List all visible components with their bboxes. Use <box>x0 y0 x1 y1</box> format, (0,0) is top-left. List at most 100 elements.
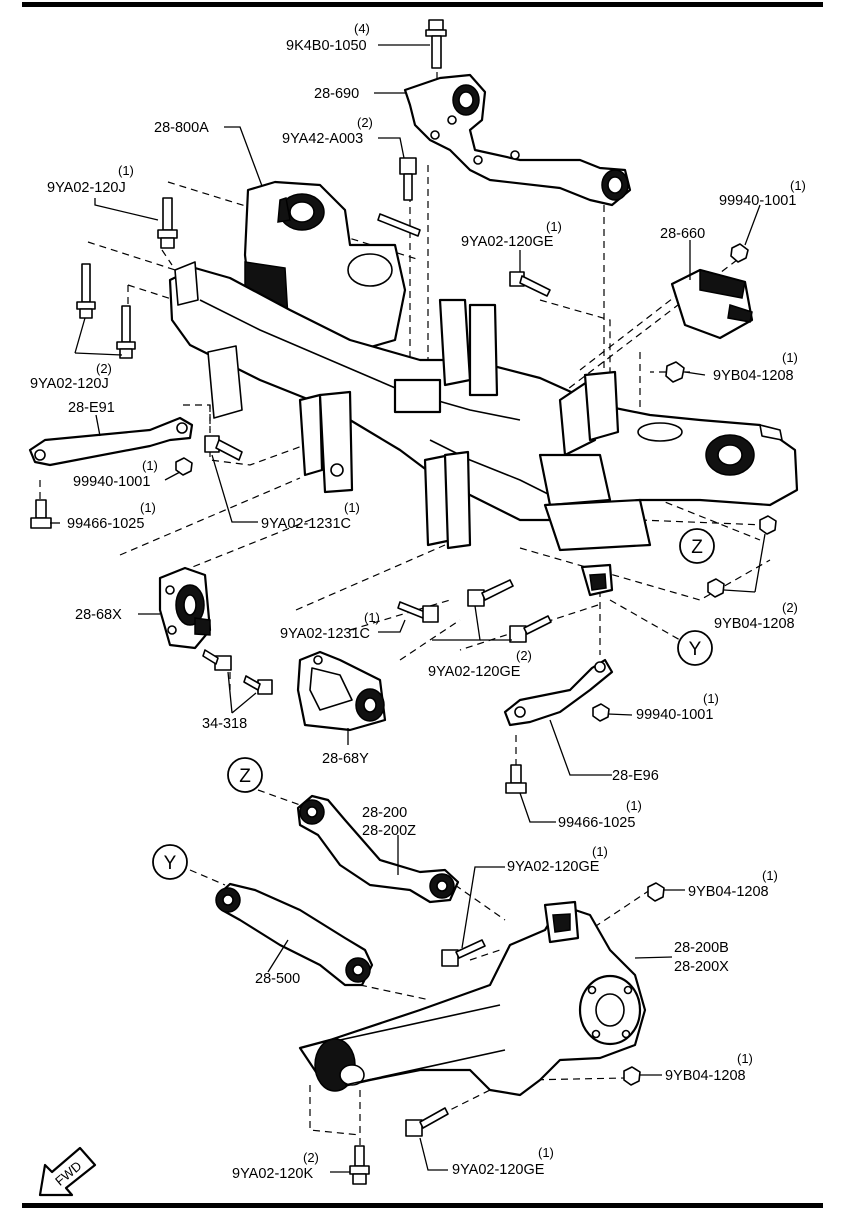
callout-z-bottom: Z <box>239 766 251 787</box>
qty-9ya42-a003: (2) <box>357 115 373 130</box>
bolt-9ya02-120k <box>349 1145 370 1185</box>
label-99940-1001-right: 99940-1001 <box>636 707 713 723</box>
bolt-9ya02-120ge-top <box>509 271 551 297</box>
bolt-9ya02-1231c-left <box>204 435 243 461</box>
nut-9yb04-1208-knuckle-bottom <box>623 1066 641 1086</box>
link-28-e91 <box>28 416 194 467</box>
bottom-border-line <box>22 1203 823 1208</box>
bolt-9ya02-120ge-mid <box>441 939 486 967</box>
callout-y-top: Y <box>689 639 702 660</box>
callout-circle-y-bottom <box>152 844 188 880</box>
label-9yb04-1208-upper: 9YB04-1208 <box>713 368 794 384</box>
qty-99940-1001-right: (1) <box>703 691 719 706</box>
label-28-200x: 28-200X <box>674 959 729 975</box>
label-28-e96: 28-E96 <box>612 768 659 784</box>
label-28-68y: 28-68Y <box>322 751 369 767</box>
nut-99940-1001-top <box>730 243 749 263</box>
qty-99466-1025-right: (1) <box>626 798 642 813</box>
arm-28-500 <box>215 882 374 987</box>
bolt-9ya02-120ge-pair-b <box>509 615 552 643</box>
qty-9ya02-120j-left: (2) <box>96 361 112 376</box>
label-99466-1025-right: 99466-1025 <box>558 815 635 831</box>
label-28-e91: 28-E91 <box>68 400 115 416</box>
qty-9ya02-120ge-top: (1) <box>546 219 562 234</box>
leader-lines <box>50 44 766 1173</box>
label-28-68x: 28-68X <box>75 607 122 623</box>
label-9ya02-120ge-top: 9YA02-120GE <box>461 234 554 250</box>
bolt-9ya02-120ge-bottom <box>405 1107 449 1137</box>
label-9ya02-120ge-pair: 9YA02-120GE <box>428 664 521 680</box>
label-9ya02-120k: 9YA02-120K <box>232 1166 313 1182</box>
label-9yb04-1208-knuckle-bottom: 9YB04-1208 <box>665 1068 746 1084</box>
bolt-99466-1025-left <box>30 499 52 529</box>
arm-28-200 <box>296 794 460 904</box>
qty-99466-1025-left: (1) <box>140 500 156 515</box>
qty-9yb04-1208-right: (2) <box>782 600 798 615</box>
rear-subframe-main <box>168 261 799 552</box>
qty-9ya02-1231c-left: (1) <box>344 500 360 515</box>
qty-9yb04-1208-knuckle-bottom: (1) <box>737 1051 753 1066</box>
callout-circle-z-bottom <box>227 757 263 793</box>
label-9ya02-120j-upper: 9YA02-120J <box>47 180 126 196</box>
forward-direction-arrow: FWD <box>38 1146 97 1197</box>
label-99466-1025-left: 99466-1025 <box>67 516 144 532</box>
qty-9ya02-120k: (2) <box>303 1150 319 1165</box>
label-28-690: 28-690 <box>314 86 359 102</box>
bolt-9ya02-120j-upper <box>157 197 178 249</box>
label-34-318: 34-318 <box>202 716 247 732</box>
bolt-34-318-a <box>202 649 232 671</box>
callout-circle-z-top <box>679 528 715 564</box>
label-28-200: 28-200 <box>362 805 407 821</box>
qty-9ya02-120j-upper: (1) <box>118 163 134 178</box>
bolt-99466-1025-right <box>505 764 527 794</box>
label-9k4b0-1050: 9K4B0-1050 <box>286 38 367 54</box>
nut-9yb04-1208-upper <box>665 361 685 383</box>
label-9yb04-1208-right: 9YB04-1208 <box>714 616 795 632</box>
label-28-500: 28-500 <box>255 971 300 987</box>
qty-9ya02-120ge-bottom: (1) <box>538 1145 554 1160</box>
qty-9ya02-120ge-pair: (2) <box>516 648 532 663</box>
clamp-bracket-center <box>580 563 614 597</box>
label-99940-1001-left: 99940-1001 <box>73 474 150 490</box>
top-border-line <box>22 2 823 7</box>
bolt-9ya02-1231c-center <box>397 601 439 623</box>
nut-9yb04-1208-right-b <box>759 515 777 535</box>
nut-9yb04-1208-right-a <box>707 578 725 598</box>
label-9ya02-120ge-mid: 9YA02-120GE <box>507 859 600 875</box>
bolt-9k4b0-1050 <box>425 19 447 69</box>
alignment-dashed-lines <box>39 60 771 1145</box>
bolt-9ya42-a003 <box>399 157 417 201</box>
label-9yb04-1208-knuckle-top: 9YB04-1208 <box>688 884 769 900</box>
pin-bolt-upper <box>377 213 421 237</box>
qty-9ya02-120ge-mid: (1) <box>592 844 608 859</box>
qty-9ya02-1231c-center: (1) <box>364 610 380 625</box>
callout-y-bottom: Y <box>164 853 177 874</box>
qty-9yb04-1208-knuckle-top: (1) <box>762 868 778 883</box>
nut-99940-1001-right <box>592 703 610 722</box>
callout-z-top: Z <box>691 537 703 558</box>
label-28-200z: 28-200Z <box>362 823 416 839</box>
bolt-9ya02-120j-left-b <box>116 305 136 359</box>
bracket-28-68y <box>296 650 387 732</box>
nut-99940-1001-left <box>175 457 193 476</box>
qty-9k4b0-1050: (4) <box>354 21 370 36</box>
link-28-e96 <box>503 658 614 727</box>
knuckle-28-200b <box>298 900 647 1097</box>
bolt-34-318-b <box>243 675 273 695</box>
label-9ya02-1231c-center: 9YA02-1231C <box>280 626 370 642</box>
bracket-28-690 <box>403 73 632 207</box>
label-28-800a: 28-800A <box>154 120 209 136</box>
label-99940-1001-top: 99940-1001 <box>719 193 796 209</box>
label-9ya02-1231c-left: 9YA02-1231C <box>261 516 351 532</box>
label-9ya42-a003: 9YA42-A003 <box>282 131 363 147</box>
mount-28-660 <box>670 268 754 340</box>
part-labels: (4) 9K4B0-1050 28-690 28-800A (2) 9YA42-… <box>30 21 806 1182</box>
bolt-9ya02-120j-left-a <box>76 263 96 319</box>
callout-circle-y-top <box>677 630 713 666</box>
label-9ya02-120ge-bottom: 9YA02-120GE <box>452 1162 545 1178</box>
qty-9yb04-1208-upper: (1) <box>782 350 798 365</box>
bolt-9ya02-120ge-pair-a <box>467 579 514 607</box>
label-28-200b: 28-200B <box>674 940 729 956</box>
qty-99940-1001-top: (1) <box>790 178 806 193</box>
